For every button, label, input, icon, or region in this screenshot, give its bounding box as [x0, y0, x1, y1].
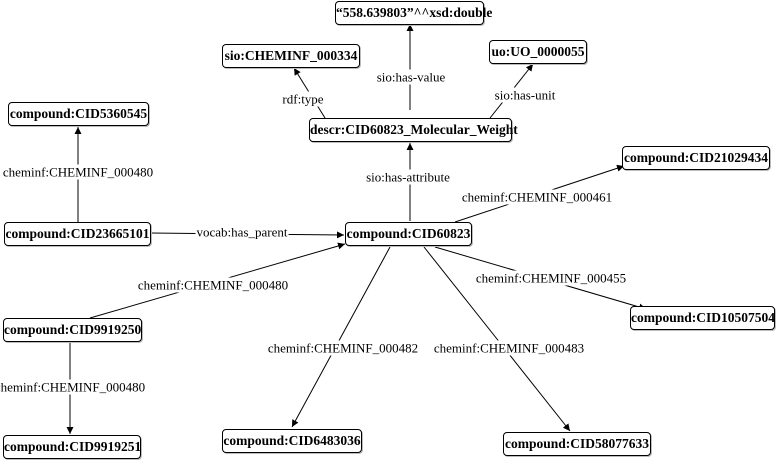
node-xsd-double[interactable]: “558.639803”^^xsd:double [335, 1, 492, 25]
node-compound-cid5360545[interactable]: compound:CID5360545 [8, 102, 149, 126]
node-uo-0000055[interactable]: uo:UO_0000055 [489, 40, 587, 64]
node-compound-cid6483036[interactable]: compound:CID6483036 [222, 429, 362, 453]
node-compound-cid58077633[interactable]: compound:CID58077633 [503, 432, 651, 456]
node-compound-cid9919250[interactable]: compound:CID9919250 [3, 318, 142, 342]
edge-label-has-parent: vocab:has_parent [195, 224, 289, 240]
edge-label-has-attribute: sio:has-attribute [365, 169, 451, 185]
edge-cheminf-483 [423, 246, 571, 432]
node-sio-cheminf-000334[interactable]: sio:CHEMINF_000334 [222, 44, 360, 68]
edge-label-rdf-type: rdf:type [281, 91, 325, 107]
edge-label-has-value: sio:has-value [375, 69, 447, 85]
node-compound-cid60823[interactable]: compound:CID60823 [345, 222, 472, 246]
edge-label-cheminf-482: cheminf:CHEMINF_000482 [266, 340, 420, 356]
edge-label-cheminf-483: cheminf:CHEMINF_000483 [432, 340, 586, 356]
edge-label-cheminf-480-a: cheminf:CHEMINF_000480 [1, 164, 155, 180]
edge-cheminf-482 [291, 246, 391, 428]
edge-label-cheminf-480-b: cheminf:CHEMINF_000480 [136, 277, 290, 293]
node-compound-cid21029434[interactable]: compound:CID21029434 [622, 146, 770, 170]
node-descr-molecular-weight[interactable]: descr:CID60823_Molecular_Weight [309, 118, 518, 142]
edge-label-has-unit: sio:has-unit [493, 87, 557, 103]
node-compound-cid10507504[interactable]: compound:CID10507504 [630, 306, 775, 330]
edge-label-cheminf-461: cheminf:CHEMINF_000461 [460, 189, 614, 205]
edge-label-cheminf-455: cheminf:CHEMINF_000455 [474, 270, 628, 286]
node-compound-cid9919251[interactable]: compound:CID9919251 [3, 435, 141, 459]
edge-label-cheminf-480-c: cheminf:CHEMINF_000480 [0, 379, 147, 395]
node-compound-cid23665101[interactable]: compound:CID23665101 [4, 222, 151, 246]
